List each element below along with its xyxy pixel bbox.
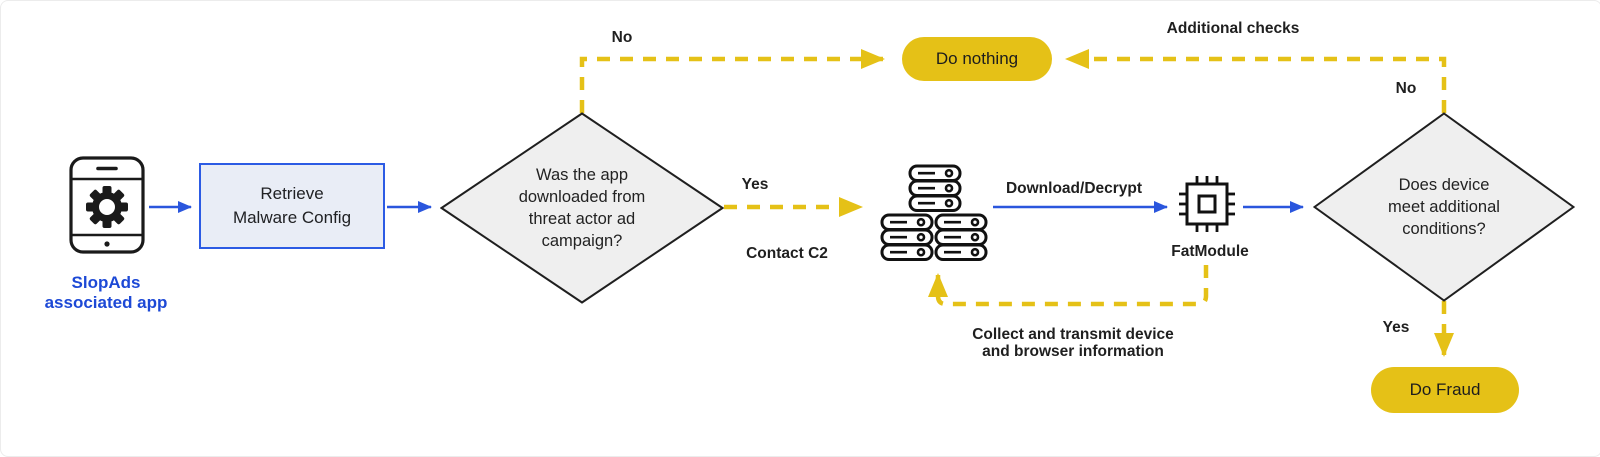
edge-label-yes-bottom: Yes (1382, 319, 1410, 336)
do-fraud-node: Do Fraud (1371, 367, 1519, 413)
edge-label-yes-mid: Yes (741, 176, 769, 193)
edge-label-no-left: No (611, 29, 633, 46)
retrieve-line2: Malware Config (232, 208, 352, 227)
decision2-label: Does device meet additional conditions? (1388, 176, 1500, 238)
decision2-diamond (1313, 112, 1575, 302)
edge-label-additional-checks: Additional checks (1166, 20, 1300, 37)
do-nothing-label: Do nothing (935, 49, 1019, 68)
do-nothing-node: Do nothing (902, 37, 1052, 81)
edge-label-contact-c2: Contact C2 (746, 245, 828, 262)
yellow-edges (579, 49, 1454, 357)
gear-icon (86, 186, 128, 228)
app-label-line2: associated app (44, 293, 168, 312)
edge-label-no-right: No (1395, 80, 1417, 97)
edge-label-download-decrypt: Download/Decrypt (1005, 180, 1143, 197)
app-label-line1: SlopAds (71, 273, 141, 292)
do-fraud-label: Do Fraud (1409, 380, 1481, 399)
decision1-diamond (440, 112, 724, 304)
edge-chip-collect-to-servers (928, 265, 1209, 307)
app-node-label: SlopAds associated app (1, 273, 211, 313)
retrieve-malware-config-node: Retrieve Malware Config (199, 163, 385, 249)
decision1-label: Was the app downloaded from threat actor… (518, 166, 646, 250)
edge-label-collect-line2: and browser information (982, 343, 1164, 360)
edge-decision2-no-to-do-nothing (1065, 49, 1447, 113)
edge-decision1-no-to-do-nothing (579, 49, 885, 113)
phone-gear-icon (69, 156, 145, 254)
edge-label-collect-line1: Collect and transmit device (972, 326, 1174, 343)
fatmodule-label: FatModule (1171, 243, 1249, 260)
retrieve-line1: Retrieve (260, 184, 324, 203)
c2-server-stack-icon (880, 164, 988, 261)
fatmodule-chip-icon (1179, 176, 1235, 232)
